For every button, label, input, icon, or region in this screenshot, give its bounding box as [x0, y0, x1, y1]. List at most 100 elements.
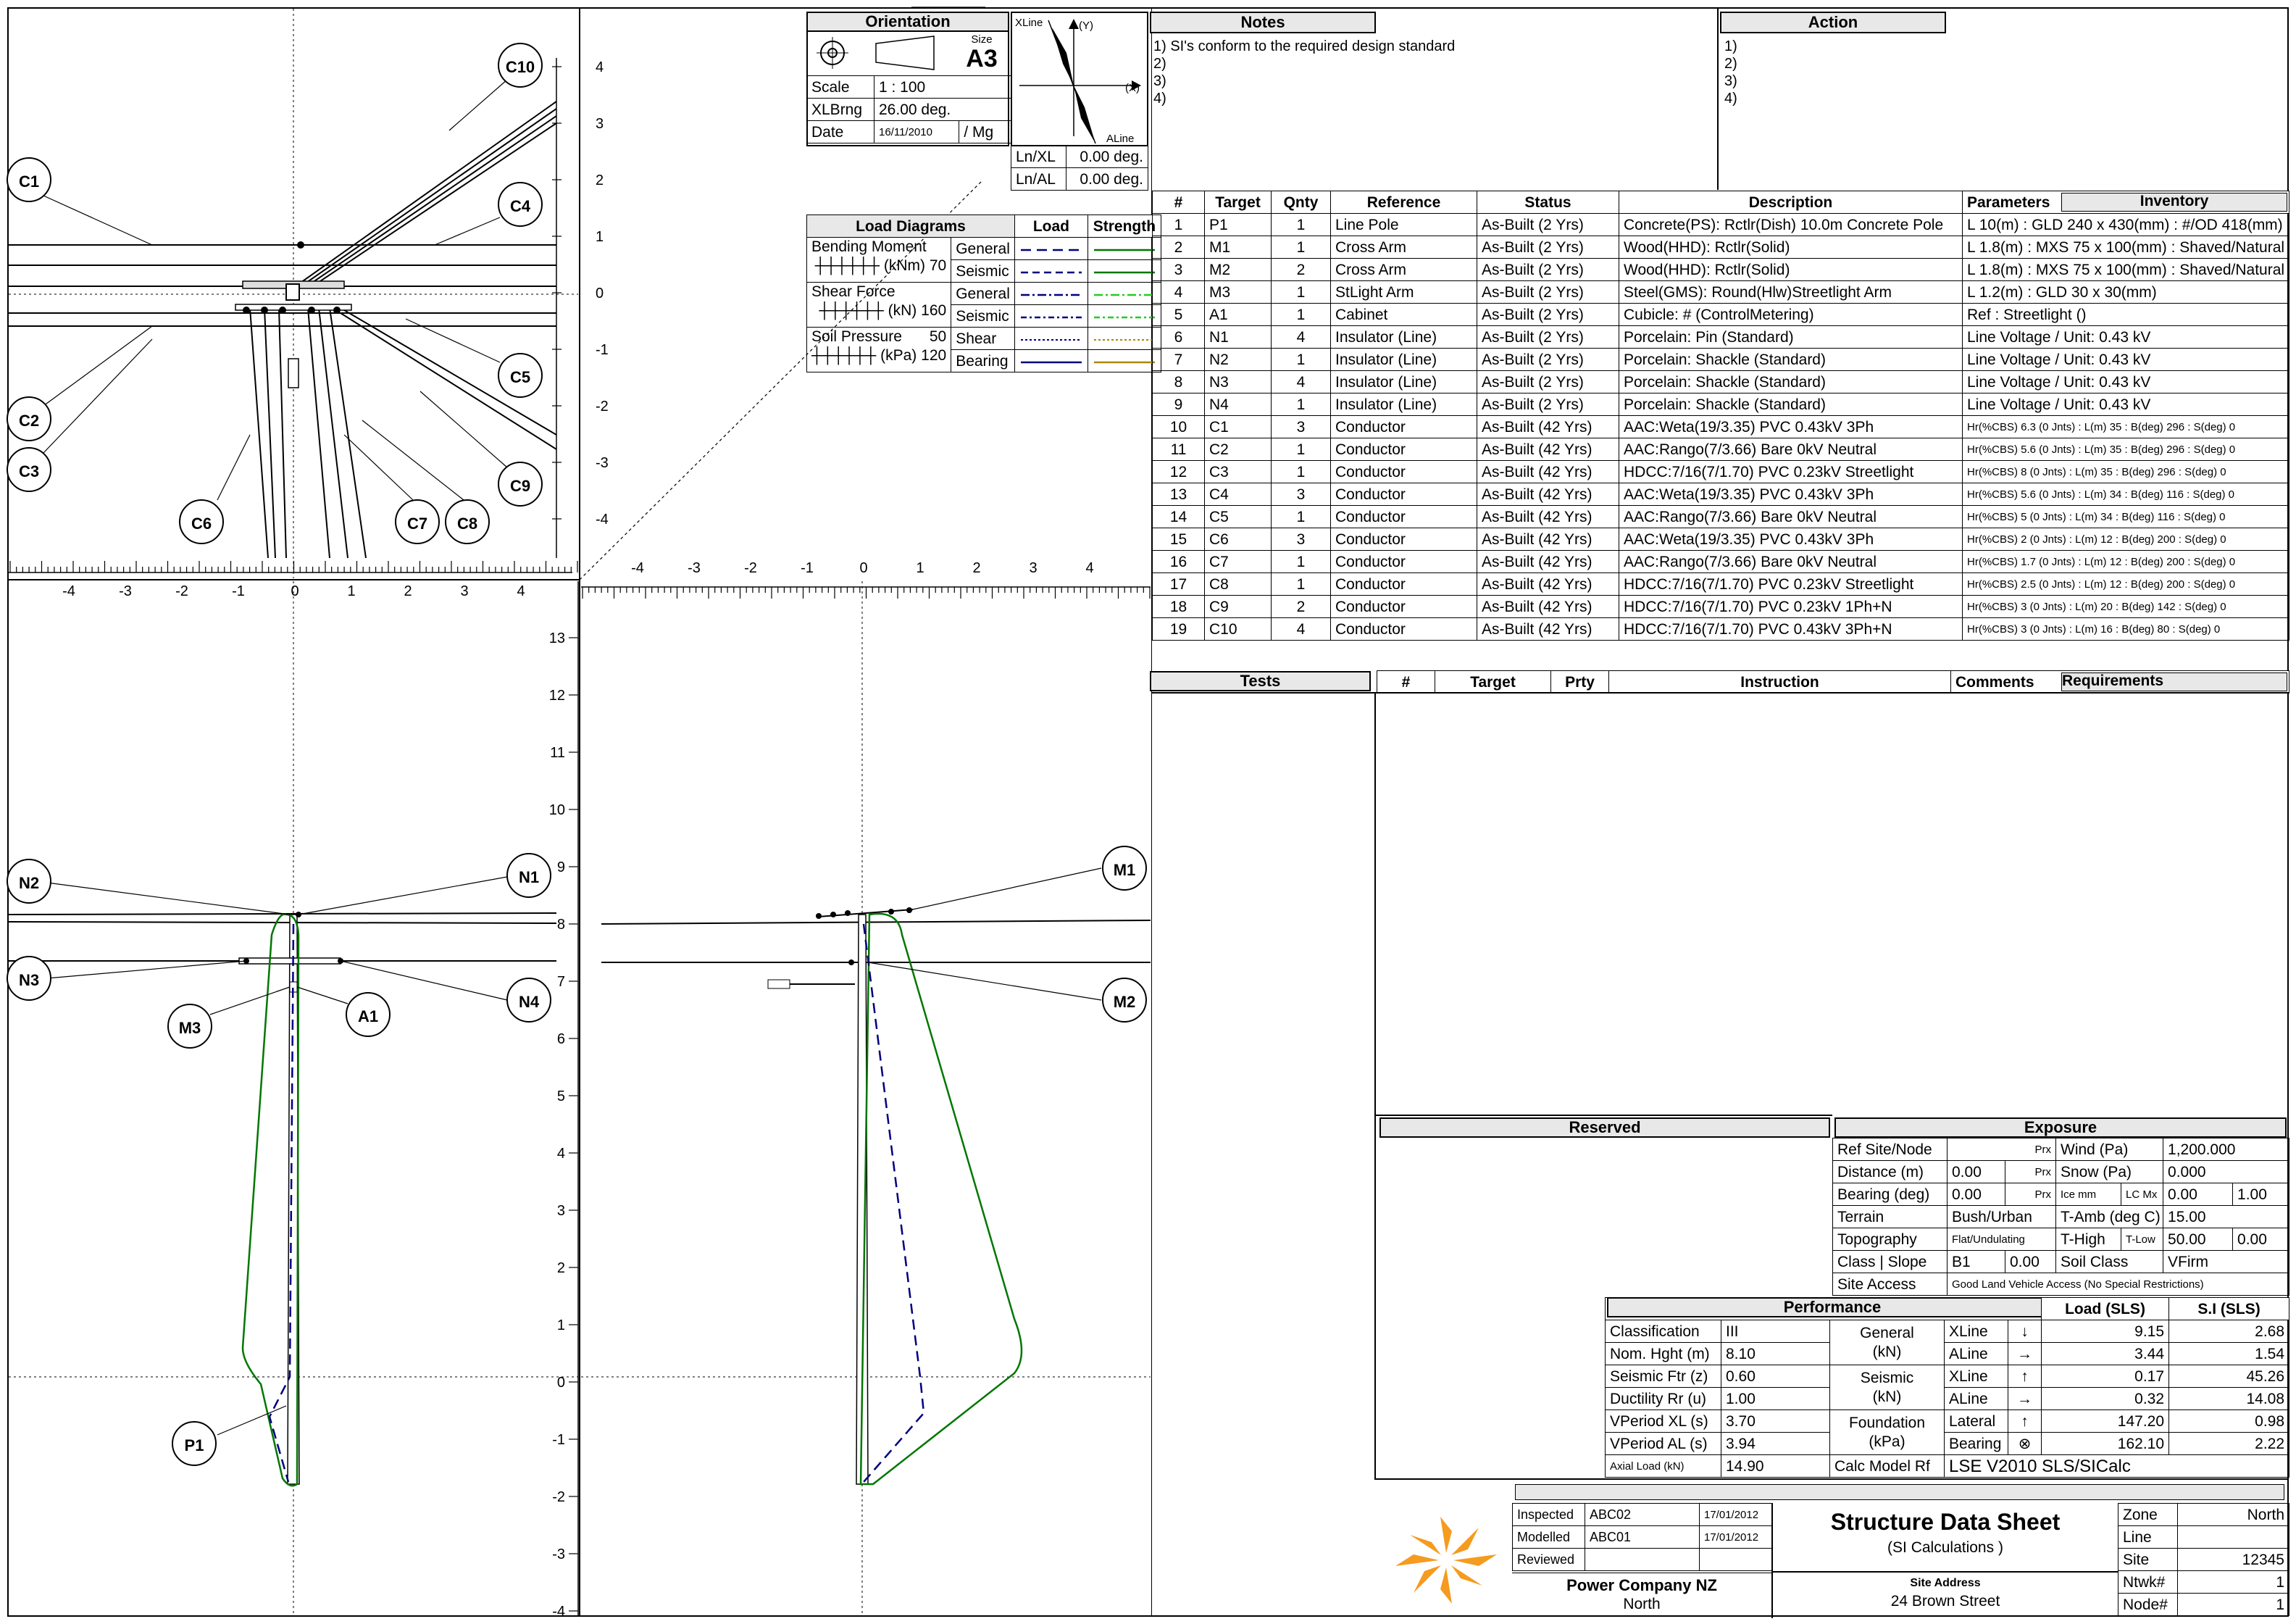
- xlbrng-value: 26.00 deg.: [874, 98, 1012, 121]
- note-1: 1) SI's conform to the required design s…: [1153, 38, 1456, 54]
- inventory-cell: HDCC:7/16(7/1.70) PVC 0.23kV Streetlight: [1619, 460, 1963, 483]
- inventory-cell: 1: [1271, 572, 1331, 596]
- right-arrow-icon: →: [2007, 1387, 2042, 1410]
- inventory-cell: 1: [1271, 280, 1331, 304]
- inventory-cell: C6: [1204, 528, 1272, 551]
- general-aline-label: ALine: [1944, 1342, 2008, 1365]
- company-name: Power Company NZ: [1512, 1573, 1771, 1595]
- inventory-cell: Hr(%CBS) 5.6 (0 Jnts) : L(m) 35 : B(deg)…: [1962, 438, 2289, 461]
- col-strength: Strength: [1087, 215, 1161, 238]
- plan-x-tick-label: 1: [347, 583, 355, 599]
- plan-y-tick-label: -4: [596, 512, 609, 528]
- title-divider-1: [1771, 1503, 1773, 1618]
- inventory-cell: Porcelain: Pin (Standard): [1619, 325, 1963, 349]
- title-divider-2: [1773, 1571, 2118, 1573]
- vperiod-xl-label: VPeriod XL (s): [1605, 1409, 1721, 1433]
- front-label-p1-bubble: [172, 1421, 217, 1466]
- plan-y-tick-label: 3: [596, 116, 604, 132]
- front-y-tick-label: 1: [557, 1317, 565, 1333]
- company-region: North: [1623, 1596, 1661, 1612]
- lateral-si: 0.98: [2168, 1409, 2290, 1433]
- inventory-cell: C10: [1204, 617, 1272, 641]
- inventory-cell: C1: [1204, 415, 1272, 438]
- inventory-cell: Wood(HHD): Rctlr(Solid): [1619, 258, 1963, 281]
- vperiod-al-label: VPeriod AL (s): [1605, 1432, 1721, 1455]
- inventory-cell: Conductor: [1330, 460, 1477, 483]
- action-3: 3): [1724, 73, 1737, 89]
- perf-col-load: Load (SLS): [2041, 1297, 2170, 1320]
- inventory-cell: L 1.8(m) : MXS 75 x 100(mm) : Shaved/Nat…: [1962, 258, 2289, 281]
- plan-x-tick-label: -4: [62, 583, 75, 599]
- inventory-cell: M2: [1204, 258, 1272, 281]
- front-y-tick-label: 6: [557, 1031, 565, 1047]
- lcmx-value: 1.00: [2232, 1183, 2290, 1206]
- line-value: [2177, 1525, 2289, 1549]
- front-y-tick-label: 10: [549, 802, 565, 818]
- inventory-cell: As-Built (2 Yrs): [1477, 236, 1619, 259]
- inventory-cell: 2: [1271, 258, 1331, 281]
- inv-col-status: Status: [1477, 191, 1619, 214]
- inventory-cell: 4: [1271, 370, 1331, 393]
- front-label-p1: P1: [185, 1436, 204, 1454]
- seismic-xline-label: XLine: [1944, 1365, 2008, 1388]
- inventory-cell: As-Built (42 Yrs): [1477, 528, 1619, 551]
- inventory-cell: 19: [1152, 617, 1205, 641]
- inventory-cell: A1: [1204, 303, 1272, 326]
- right-arrow-icon: →: [2007, 1342, 2042, 1365]
- vperiod-al-value: 3.94: [1721, 1432, 1830, 1455]
- inventory-cell: Hr(%CBS) 3 (0 Jnts) : L(m) 20 : B(deg) 1…: [1962, 595, 2289, 618]
- inventory-cell: 1: [1152, 213, 1205, 236]
- classification-label: Classification: [1605, 1320, 1721, 1343]
- bearing-value: 0.00: [1947, 1183, 2005, 1206]
- soil-class-label: Soil Class: [2055, 1250, 2164, 1273]
- tests-bottom-line: [1152, 692, 2289, 694]
- inventory-cell: 3: [1271, 528, 1331, 551]
- side-x-tick-label: 4: [1085, 560, 1093, 576]
- snow-label: Snow (Pa): [2055, 1160, 2164, 1183]
- reviewed-by: [1585, 1548, 1700, 1571]
- inventory-cell: HDCC:7/16(7/1.70) PVC 0.43kV 3Ph+N: [1619, 617, 1963, 641]
- inv-col-description: Description: [1619, 191, 1963, 214]
- bm-seismic: Seismic: [951, 259, 1015, 283]
- svg-text:XLine: XLine: [1015, 17, 1043, 29]
- inventory-cell: Insulator (Line): [1330, 370, 1477, 393]
- inventory-cell: Porcelain: Shackle (Standard): [1619, 370, 1963, 393]
- inventory-cell: As-Built (2 Yrs): [1477, 280, 1619, 304]
- front-label-a1: A1: [358, 1007, 378, 1025]
- inventory-cell: Line Voltage / Unit: 0.43 kV: [1962, 393, 2289, 416]
- inventory-cell: Porcelain: Shackle (Standard): [1619, 393, 1963, 416]
- sp-bearing: Bearing: [951, 349, 1015, 372]
- plan-label-c7: C7: [407, 515, 427, 533]
- date-value: 16/11/2010: [873, 120, 960, 143]
- lnal-value: 0.00 deg.: [1066, 167, 1148, 191]
- sheet-subtitle: (SI Calculations ): [1887, 1539, 2003, 1556]
- inventory-cell: 11: [1152, 438, 1205, 461]
- modelled-label: Modelled: [1512, 1525, 1585, 1549]
- inspected-date: 17/01/2012: [1699, 1503, 1772, 1526]
- size-value: A3: [966, 45, 998, 72]
- col-load: Load: [1014, 215, 1088, 238]
- site-access-value: Good Land Vehicle Access (No Special Res…: [1946, 1273, 2290, 1296]
- class-slope-label: Class | Slope: [1832, 1250, 1948, 1273]
- inventory-cell: Line Voltage / Unit: 0.43 kV: [1962, 348, 2289, 371]
- plan-y-tick-label: -2: [596, 399, 609, 415]
- bearing-label: Bearing (deg): [1832, 1183, 1948, 1206]
- front-y-tick-label: -1: [552, 1432, 565, 1448]
- inventory-cell: HDCC:7/16(7/1.70) PVC 0.23kV 1Ph+N: [1619, 595, 1963, 618]
- inventory-cell: C5: [1204, 505, 1272, 528]
- plan-label-c4: C4: [510, 197, 531, 215]
- plan-label-c10: C10: [506, 58, 535, 76]
- axial-load-value: 14.90: [1721, 1454, 1830, 1478]
- front-y-tick-label: 3: [557, 1203, 565, 1219]
- plan-label-c8: C8: [457, 515, 477, 533]
- inventory-cell: Insulator (Line): [1330, 393, 1477, 416]
- inventory-cell: As-Built (2 Yrs): [1477, 325, 1619, 349]
